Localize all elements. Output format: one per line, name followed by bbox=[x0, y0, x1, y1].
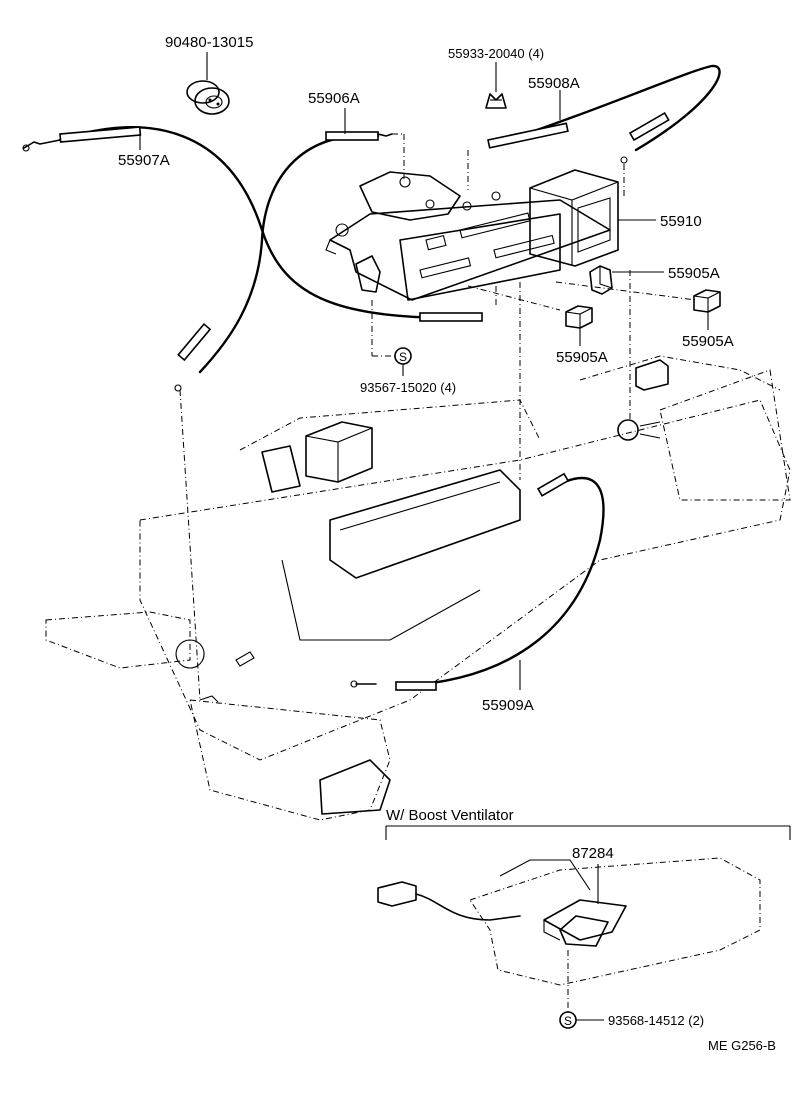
callout-switch: 87284 bbox=[572, 845, 614, 862]
callout-control-assy: 55910 bbox=[660, 213, 702, 230]
callout-clip: 55933-20040 (4) bbox=[448, 46, 544, 61]
control-assembly bbox=[325, 169, 656, 301]
callout-screw-b: 93568-14512 (2) bbox=[608, 1013, 704, 1028]
plug-part bbox=[186, 52, 230, 115]
callout-cable-a: 55907A bbox=[118, 152, 170, 169]
callout-knob-c: 55905A bbox=[682, 333, 734, 350]
screw-b-symbol: S bbox=[564, 1014, 572, 1028]
knob-far-right bbox=[693, 289, 721, 330]
cable-55908a bbox=[467, 64, 721, 196]
screw-symbol: S bbox=[399, 350, 407, 364]
cable-55909a bbox=[355, 472, 605, 691]
callout-cable-c: 55908A bbox=[528, 75, 580, 92]
inset-boost-ventilator: W/ Boost Ventilator S bbox=[377, 807, 791, 1029]
knob-center bbox=[565, 305, 593, 346]
callout-cable-b: 55906A bbox=[308, 90, 360, 107]
callout-screw: 93567-15020 (4) bbox=[360, 380, 456, 395]
clip-part bbox=[485, 62, 507, 109]
screw-part: S bbox=[394, 347, 412, 376]
callout-knob-b: 55905A bbox=[556, 349, 608, 366]
knob-right bbox=[589, 265, 664, 295]
heater-unit bbox=[45, 355, 791, 821]
callout-plug: 90480-13015 bbox=[165, 34, 253, 51]
inset-title: W/ Boost Ventilator bbox=[386, 807, 514, 824]
cable-55906a bbox=[174, 108, 405, 392]
callout-cable-d: 55909A bbox=[482, 697, 534, 714]
figure-code: ME G256-B bbox=[708, 1038, 776, 1053]
callout-knob-a: 55905A bbox=[668, 265, 720, 282]
